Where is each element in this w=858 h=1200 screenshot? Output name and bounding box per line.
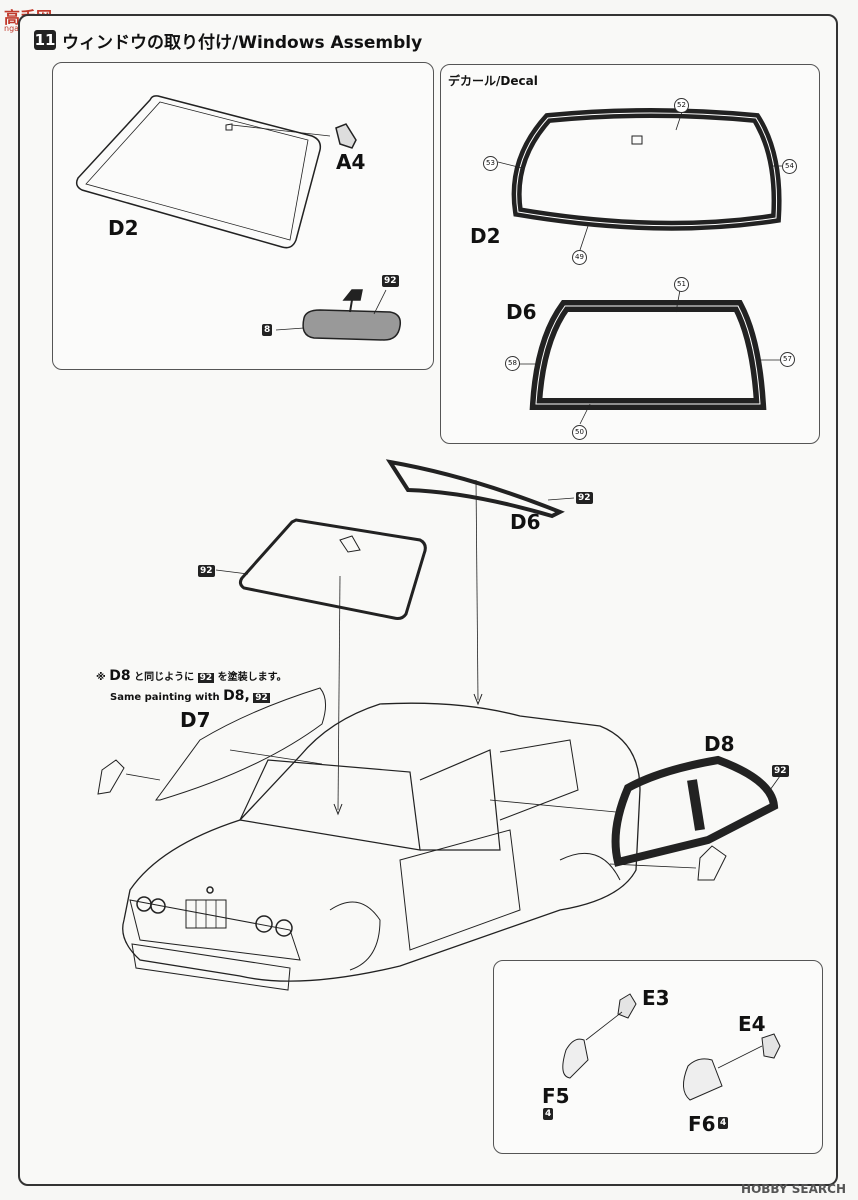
decal-label-d2: D2 (470, 224, 501, 248)
decal-number-53: 53 (483, 156, 498, 171)
decal-d6-rear-window (529, 300, 767, 410)
watermark: HOBBY SEARCH (741, 1182, 846, 1196)
rearview-mirror (302, 309, 402, 341)
paint-badge-8: 8 (262, 324, 273, 336)
step-number: 11 (34, 30, 56, 50)
rear-window-d6-part (385, 459, 565, 519)
painting-note-en: Same painting with D8, 92 (110, 688, 270, 704)
decal-title: デカール/Decal (448, 74, 538, 88)
label-d7: D7 (180, 708, 211, 732)
label-a4: A4 (336, 150, 366, 174)
mirror-housing-f6 (683, 1058, 723, 1101)
label-d8: D8 (704, 732, 735, 756)
decal-label-d6: D6 (506, 300, 537, 324)
windshield-d2-part (75, 95, 322, 249)
mirror-glass-e3 (617, 993, 637, 1019)
decal-number-54: 54 (782, 159, 797, 174)
windshield-part (238, 518, 427, 620)
paint-badge-f6-4: 4 (718, 1117, 729, 1129)
mirror-housing-f5 (562, 1038, 589, 1079)
paint-badge-d8-92: 92 (772, 765, 789, 777)
paint-badge-windshield-92: 92 (198, 565, 215, 577)
label-e4: E4 (738, 1012, 766, 1036)
label-f6: F6 (688, 1112, 716, 1136)
label-d2: D2 (108, 216, 139, 240)
decal-d2-windshield (511, 108, 782, 231)
label-f5: F5 (542, 1084, 570, 1108)
page-title: ウィンドウの取り付け/Windows Assembly (62, 33, 423, 53)
decal-number-58: 58 (505, 356, 520, 371)
side-glass-d7-part (155, 687, 326, 801)
paint-badge-92: 92 (382, 275, 399, 287)
paint-badge-d6-92: 92 (576, 492, 593, 504)
decal-number-49: 49 (572, 250, 587, 265)
painting-note-jp: ※ D8 と同じように 92 を塗装します。 (96, 668, 287, 684)
paint-badge-f5-4: 4 (543, 1108, 554, 1120)
decal-number-52: 52 (674, 98, 689, 113)
decal-number-51: 51 (674, 277, 689, 292)
decal-number-57: 57 (780, 352, 795, 367)
label-d6: D6 (510, 510, 541, 534)
label-e3: E3 (642, 986, 670, 1010)
decal-number-50: 50 (572, 425, 587, 440)
car-body (122, 702, 641, 982)
mirror-mount-a4 (335, 123, 357, 149)
rear-side-glass-d8-part (611, 755, 779, 867)
